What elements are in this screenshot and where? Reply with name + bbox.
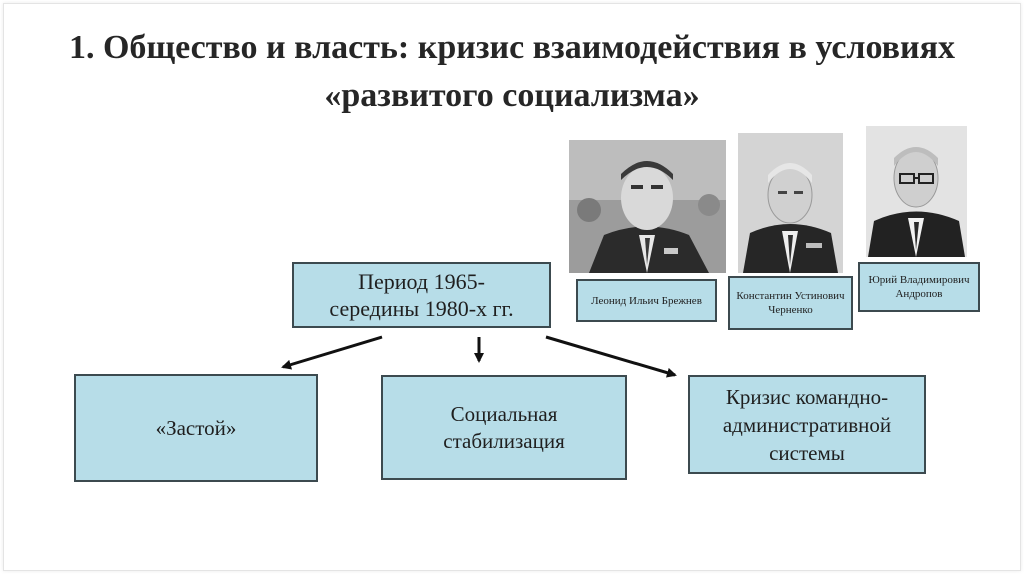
outcome-box-crisis: Кризис командно- административной систем… — [688, 375, 926, 474]
leader-caption-line: Андропов — [895, 288, 943, 300]
period-line: середины 1980-х гг. — [329, 296, 514, 321]
outcome-line: Кризис командно- — [725, 384, 889, 409]
leader-caption-line: Константин — [736, 290, 792, 302]
leader-caption-line: Брежнев — [661, 294, 702, 307]
period-line: Период 1965- — [358, 269, 485, 294]
leader-caption-line: Юрий — [868, 274, 898, 286]
outcome-box-stagnation: «Застой» — [74, 374, 318, 482]
arrow-to-crisis — [545, 335, 677, 378]
outcome-line: «Застой» — [155, 415, 237, 440]
leader-caption-andropov: Юрий Владимирович Андропов — [858, 262, 980, 312]
period-box: Период 1965- середины 1980-х гг. — [292, 262, 551, 328]
outcome-line: системы — [769, 440, 845, 465]
brezhnev-photo — [569, 140, 726, 273]
andropov-photo — [866, 126, 967, 257]
leader-caption-line: Леонид Ильич — [591, 294, 659, 307]
chernenko-photo — [738, 133, 843, 273]
brezhnev-portrait-photo — [569, 140, 726, 273]
leader-caption-line: Устинович — [794, 290, 845, 302]
outcome-line: Социальная — [450, 401, 558, 426]
slide-frame — [3, 3, 1021, 571]
outcome-line: стабилизация — [443, 428, 565, 453]
leader-caption-line: Владимирович — [899, 274, 970, 286]
arrow-to-stagnation — [281, 335, 383, 370]
leader-caption-chernenko: Константин Устинович Черненко — [728, 276, 853, 330]
chernenko-portrait-photo — [738, 133, 843, 273]
slide-title: 1. Общество и власть: кризис взаимодейст… — [68, 29, 956, 114]
andropov-portrait-photo — [866, 126, 967, 257]
leader-caption-brezhnev: Леонид Ильич Брежнев — [576, 279, 717, 322]
outcome-line: административной — [722, 412, 892, 437]
leader-caption-line: Черненко — [768, 304, 813, 316]
outcome-box-stabilization: Социальная стабилизация — [381, 375, 627, 480]
